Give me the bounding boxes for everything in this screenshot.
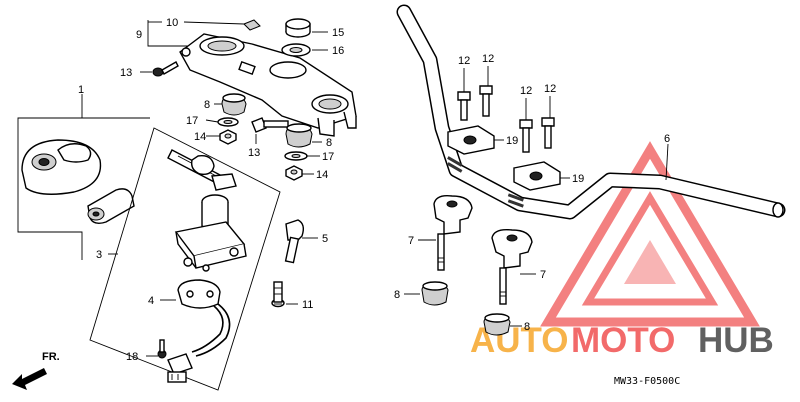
upper-holder-19b	[513, 161, 561, 191]
callout-12b: 12	[482, 53, 494, 65]
washer-17a	[217, 117, 239, 127]
bolt-12b	[479, 85, 493, 117]
callout-12a: 12	[458, 55, 470, 67]
callout-19b: 19	[572, 173, 584, 185]
callout-11: 11	[302, 299, 313, 311]
callout-6: 6	[664, 133, 670, 145]
rubber-mount-8c	[421, 281, 449, 306]
bolt-13-upper	[152, 61, 179, 77]
nut-14a	[219, 129, 237, 145]
rubber-mount-8d	[483, 313, 511, 336]
watermark-part2: MOTO	[571, 321, 675, 360]
upper-holder-19a	[447, 125, 495, 155]
handlebar	[396, 4, 786, 220]
key-cylinder	[87, 188, 135, 225]
screw-18	[157, 339, 167, 359]
callout-14a: 14	[194, 131, 206, 143]
callout-18: 18	[126, 351, 138, 363]
bolt-13-lower	[251, 117, 289, 133]
ignition-cover	[21, 139, 102, 195]
callout-12d: 12	[544, 83, 556, 95]
callout-5: 5	[322, 233, 328, 245]
callout-9: 9	[136, 29, 142, 41]
watermark-text: AUTO MOTO HUB	[470, 321, 774, 360]
lower-holder-7b	[491, 228, 533, 305]
watermark-part3: HUB	[698, 321, 774, 360]
callout-4: 4	[148, 295, 154, 307]
watermark-logo	[540, 141, 760, 327]
rubber-mount-8b	[285, 123, 313, 148]
bolt-11	[271, 281, 285, 308]
callout-8c: 8	[394, 289, 400, 301]
callout-3: 3	[96, 249, 102, 261]
callout-10: 10	[166, 17, 178, 29]
switch-connector	[167, 279, 231, 383]
callout-16: 16	[332, 45, 344, 57]
callout-labels: 1 3 4 5 6 7 7 8 8 8 8 9 10 11 12 12 12 1…	[78, 17, 670, 363]
bracket-item-1	[17, 94, 150, 260]
bolt-12d	[541, 117, 555, 149]
bolt-12c	[519, 119, 533, 153]
spare-key	[284, 219, 305, 264]
bolt-12a	[457, 91, 471, 121]
nut-10	[243, 19, 261, 31]
top-bridge	[179, 33, 357, 137]
callout-8a: 8	[204, 99, 210, 111]
washer-16	[281, 43, 311, 57]
callout-13b: 13	[248, 147, 260, 159]
callout-7a: 7	[408, 235, 414, 247]
callout-1: 1	[78, 84, 84, 96]
washer-17b	[284, 151, 308, 161]
leader-lines	[140, 20, 669, 357]
callout-17a: 17	[186, 115, 198, 127]
lower-holder-7a	[433, 194, 473, 271]
callout-12c: 12	[520, 85, 532, 97]
bracket-item-3	[89, 127, 281, 391]
callout-19a: 19	[506, 135, 518, 147]
ignition-switch	[174, 194, 247, 272]
callout-8d: 8	[524, 321, 530, 333]
callout-17b: 17	[322, 151, 334, 163]
cap-nut-15	[285, 18, 311, 38]
callout-14b: 14	[316, 169, 328, 181]
ignition-key	[167, 149, 237, 191]
callout-15: 15	[332, 27, 344, 39]
callout-8b: 8	[326, 137, 332, 149]
rubber-mount-8a	[221, 93, 247, 116]
nut-14b	[285, 165, 303, 181]
front-direction-indicator: FR.	[12, 351, 60, 390]
callout-13a: 13	[120, 67, 132, 79]
front-label: FR.	[42, 351, 60, 363]
callout-7b: 7	[540, 269, 546, 281]
drawing-code: MW33-F0500C	[614, 376, 680, 387]
